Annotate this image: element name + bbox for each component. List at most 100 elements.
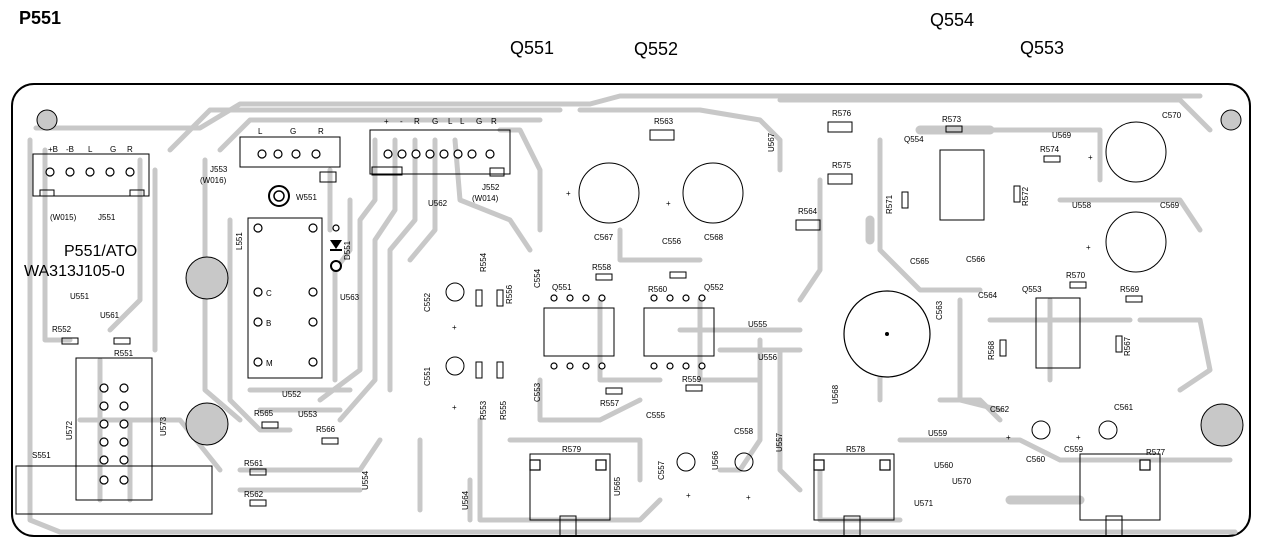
- svg-text:R570: R570: [1066, 271, 1086, 280]
- svg-text:U553: U553: [298, 410, 318, 419]
- svg-text:R552: R552: [52, 325, 72, 334]
- svg-text:Q554: Q554: [904, 135, 924, 144]
- mount-hole-left-upper: [185, 256, 229, 300]
- j551-pins: [45, 167, 135, 177]
- svg-text:R562: R562: [244, 490, 264, 499]
- svg-text:U573: U573: [159, 416, 168, 436]
- svg-text:U558: U558: [1072, 201, 1092, 210]
- svg-text:C564: C564: [978, 291, 998, 300]
- svg-text:U557: U557: [775, 432, 784, 452]
- svg-text:C570: C570: [1162, 111, 1182, 120]
- svg-text:C555: C555: [646, 411, 666, 420]
- svg-text:U554: U554: [361, 470, 370, 490]
- svg-text:(W014): (W014): [472, 194, 499, 203]
- svg-text:R563: R563: [654, 117, 674, 126]
- svg-text:-: -: [400, 117, 403, 126]
- svg-text:R571: R571: [885, 194, 894, 214]
- svg-text:U571: U571: [914, 499, 934, 508]
- svg-text:L: L: [88, 145, 93, 154]
- svg-text:R569: R569: [1120, 285, 1140, 294]
- svg-text:R553: R553: [479, 400, 488, 420]
- silkscreen-labels: P551/ATO WA313J105-0 +B -B L G R (W015) …: [24, 109, 1182, 510]
- svg-text:U556: U556: [758, 353, 778, 362]
- header-q552: Q552: [634, 39, 679, 59]
- components: [15, 109, 1244, 537]
- svg-text:G: G: [432, 117, 438, 126]
- svg-text:+: +: [746, 493, 751, 502]
- svg-text:L: L: [448, 117, 453, 126]
- svg-text:U562: U562: [428, 199, 448, 208]
- svg-text:J552: J552: [482, 183, 500, 192]
- svg-text:R574: R574: [1040, 145, 1060, 154]
- svg-text:C569: C569: [1160, 201, 1180, 210]
- svg-text:C551: C551: [423, 366, 432, 386]
- svg-text:R555: R555: [499, 400, 508, 420]
- svg-text:+: +: [452, 323, 457, 332]
- svg-text:U566: U566: [711, 450, 720, 470]
- svg-text:M: M: [266, 359, 273, 368]
- svg-text:R575: R575: [832, 161, 852, 170]
- svg-text:C560: C560: [1026, 455, 1046, 464]
- board-part-number: WA313J105-0: [24, 263, 125, 280]
- svg-text:R564: R564: [798, 207, 818, 216]
- mount-hole-tr: [1220, 109, 1242, 131]
- svg-text:G: G: [290, 127, 296, 136]
- svg-text:+: +: [686, 491, 691, 500]
- svg-text:R566: R566: [316, 425, 336, 434]
- svg-text:R551: R551: [114, 349, 134, 358]
- svg-text:C558: C558: [734, 427, 754, 436]
- mount-hole-tl: [36, 109, 58, 131]
- svg-text:C: C: [266, 289, 272, 298]
- svg-text:R556: R556: [505, 284, 514, 304]
- svg-text:S551: S551: [32, 451, 51, 460]
- svg-text:R557: R557: [600, 399, 620, 408]
- svg-text:+B: +B: [48, 145, 58, 154]
- svg-text:R576: R576: [832, 109, 852, 118]
- svg-text:Q552: Q552: [704, 283, 724, 292]
- svg-text:C565: C565: [910, 257, 930, 266]
- svg-text:U552: U552: [282, 390, 302, 399]
- svg-text:U559: U559: [928, 429, 948, 438]
- svg-text:R567: R567: [1123, 336, 1132, 356]
- svg-text:Q553: Q553: [1022, 285, 1042, 294]
- svg-text:R568: R568: [987, 340, 996, 360]
- svg-text:C562: C562: [990, 405, 1010, 414]
- svg-text:R554: R554: [479, 252, 488, 272]
- svg-text:U564: U564: [461, 490, 470, 510]
- svg-text:R558: R558: [592, 263, 612, 272]
- svg-text:U570: U570: [952, 477, 972, 486]
- svg-text:R: R: [127, 145, 133, 154]
- svg-text:U561: U561: [100, 311, 120, 320]
- svg-text:+: +: [452, 403, 457, 412]
- svg-text:U563: U563: [340, 293, 360, 302]
- svg-text:+: +: [666, 199, 671, 208]
- svg-text:U551: U551: [70, 292, 90, 301]
- svg-text:D551: D551: [343, 240, 352, 260]
- svg-text:+: +: [1088, 153, 1093, 162]
- mount-hole-left-lower: [185, 402, 229, 446]
- svg-text:R578: R578: [846, 445, 866, 454]
- svg-text:C566: C566: [966, 255, 986, 264]
- header-q554: Q554: [930, 10, 975, 30]
- svg-text:U569: U569: [1052, 131, 1072, 140]
- board-name: P551/ATO: [64, 243, 137, 260]
- svg-text:U568: U568: [831, 384, 840, 404]
- svg-text:U565: U565: [613, 476, 622, 496]
- svg-text:Q551: Q551: [552, 283, 572, 292]
- svg-text:C563: C563: [935, 300, 944, 320]
- svg-text:C556: C556: [662, 237, 682, 246]
- svg-text:R579: R579: [562, 445, 582, 454]
- svg-text:U555: U555: [748, 320, 768, 329]
- board-title: P551: [19, 8, 62, 28]
- svg-text:R577: R577: [1146, 448, 1166, 457]
- svg-text:J551: J551: [98, 213, 116, 222]
- svg-text:L: L: [258, 127, 263, 136]
- header-q551: Q551: [510, 38, 555, 58]
- svg-text:C567: C567: [594, 233, 614, 242]
- svg-text:R: R: [318, 127, 324, 136]
- svg-text:R573: R573: [942, 115, 962, 124]
- svg-text:R560: R560: [648, 285, 668, 294]
- svg-text:C561: C561: [1114, 403, 1134, 412]
- svg-text:+: +: [384, 117, 389, 126]
